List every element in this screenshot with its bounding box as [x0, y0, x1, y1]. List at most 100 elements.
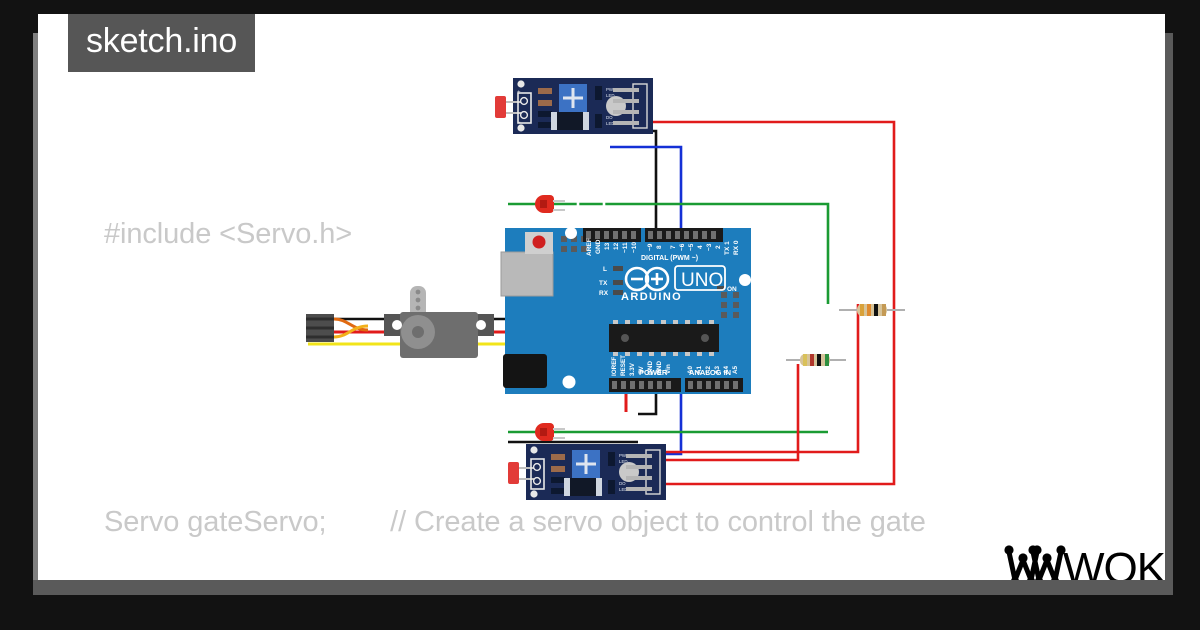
uno-power-analog-holes — [612, 381, 738, 389]
ldr-top-header — [632, 83, 648, 129]
ldr-sensor-module-bottom[interactable]: PWR LED DO LED VCC GND DO AO — [508, 444, 666, 500]
uno-label-uno: UNO — [681, 270, 723, 291]
ldr-top-screw-b — [519, 110, 529, 120]
uno-led-rx — [613, 290, 623, 295]
ldr-bottom-text-pwr2: LED — [619, 459, 628, 464]
ldr-top-photoresistor — [495, 96, 506, 118]
ldr-bottom-ic-pins-l — [564, 478, 570, 496]
servo-lead-orange — [333, 317, 369, 332]
uno-label-analog: ANALOG IN — [689, 368, 731, 377]
ldr-top-pad-minus — [517, 124, 525, 132]
ldr-bottom-photoresistor — [508, 462, 519, 484]
svg-text:A2: A2 — [705, 365, 712, 374]
ldr-bottom-led-do — [608, 480, 615, 494]
uno-led-l — [613, 266, 623, 271]
uno-reset-button[interactable] — [532, 235, 546, 249]
svg-text:GND: GND — [647, 361, 654, 375]
ldr-bottom-led-pwr — [608, 452, 615, 466]
svg-text:GND: GND — [656, 361, 663, 375]
wire-red-lower-2[interactable] — [634, 364, 800, 462]
led-red-upper[interactable] — [535, 195, 565, 213]
ldr-top-smd-2 — [538, 100, 552, 106]
uno-mcu-pins — [613, 320, 714, 356]
ldr-sensor-module-top[interactable]: + − PWR LED DO LED VCC — [495, 78, 653, 134]
svg-text:~9: ~9 — [647, 243, 654, 251]
ldr-bottom-text-do2: LED — [619, 487, 628, 492]
svg-text:8: 8 — [656, 245, 663, 249]
svg-text:A4: A4 — [723, 365, 730, 374]
wokwi-logo-mark — [1006, 549, 1064, 580]
resistor-lower-band-3 — [817, 354, 821, 366]
svg-text:~6: ~6 — [679, 243, 686, 251]
svg-text:RESET: RESET — [620, 355, 627, 376]
ldr-top-led-do — [595, 114, 602, 128]
wire-red-lower-1[interactable] — [638, 304, 860, 454]
horizontal-scrollbar[interactable] — [48, 580, 1173, 595]
ldr-bottom-text-do: DO — [619, 481, 626, 486]
ldr-bottom-pad-minus — [530, 490, 538, 498]
uno-led-on — [717, 286, 724, 291]
ldr-bottom-smd-4 — [551, 488, 565, 494]
ldr-bottom-terminal-block — [530, 458, 545, 490]
svg-text:~5: ~5 — [688, 243, 695, 251]
uno-label-l: L — [603, 266, 607, 273]
svg-text:3.3V: 3.3V — [629, 362, 636, 376]
uno-led-tx — [613, 280, 623, 285]
code-line: #include <Servo.h> — [104, 218, 353, 250]
ldr-top-pins — [613, 88, 639, 125]
uno-mount-hole-2 — [562, 375, 576, 389]
svg-text:7: 7 — [670, 245, 677, 249]
ldr-top-terminal-block — [517, 92, 532, 124]
ldr-top-label-plus: + — [517, 90, 521, 96]
svg-text:5V: 5V — [638, 365, 645, 374]
uno-digital-pin-labels: AREF GND 13 12 ~11 ~10 ~9 8 7 ~6 ~5 4 ~3… — [586, 238, 722, 256]
ldr-top-trimpot-cross — [563, 88, 583, 108]
ldr-bottom-smd-3 — [551, 477, 565, 483]
ldr-top-screw-a — [519, 96, 529, 106]
uno-icsp-header-2 — [721, 292, 739, 318]
arduino-uno-board[interactable]: AREF GND 13 12 ~11 ~10 ~9 8 7 ~6 ~5 4 ~3… — [500, 227, 751, 394]
uno-mcu-notch — [621, 334, 629, 342]
uno-mcu-dot — [701, 334, 709, 342]
uno-label-power: POWER — [639, 368, 668, 377]
uno-label-tx: TX — [599, 280, 608, 287]
wokwi-logo-text: WOKWI — [1063, 544, 1165, 580]
circuit-diagram[interactable]: + − PWR LED DO LED VCC — [38, 14, 1165, 580]
resistor-lower-band-2 — [810, 354, 814, 366]
uno-uno-badge — [674, 265, 726, 291]
resistor-upper[interactable] — [839, 304, 905, 316]
resistor-lower-band-4 — [825, 354, 829, 366]
svg-text:4: 4 — [697, 245, 704, 249]
led-red-lower[interactable] — [535, 423, 565, 441]
uno-mount-hole-3 — [739, 274, 751, 286]
uno-label-brand: ARDUINO — [621, 291, 682, 303]
servo-lead-yellow — [333, 324, 369, 339]
ldr-top-smd-1 — [538, 88, 552, 94]
ldr-top-smd-3 — [538, 111, 552, 117]
uno-power-header[interactable] — [609, 378, 681, 392]
svg-text:A1: A1 — [696, 365, 703, 374]
uno-analog-pin-labels: A0 A1 A2 A3 A4 A5 — [687, 365, 739, 374]
servo-motor[interactable] — [306, 286, 494, 358]
ldr-top-smd-4 — [538, 122, 552, 128]
uno-power-pin-labels: IOREF RESET 3.3V 5V GND GND Vin — [611, 355, 672, 376]
wokwi-logo-nodes — [1004, 545, 1066, 580]
svg-text:GND: GND — [595, 239, 602, 254]
servo-horn-hole-2 — [415, 297, 421, 303]
resistor-upper-band-3 — [874, 304, 878, 316]
wire-d13-led[interactable] — [508, 202, 830, 304]
ldr-bottom-header — [645, 449, 661, 495]
resistor-lower[interactable] — [786, 354, 846, 366]
led-lower-die — [540, 428, 547, 436]
editor-canvas[interactable]: #include <Servo.h> Servo gateServo; // C… — [38, 14, 1165, 580]
svg-text:RX 0: RX 0 — [733, 240, 740, 255]
servo-connector-pins — [306, 317, 334, 339]
ldr-top-ic-pins-r — [583, 112, 589, 130]
resistor-upper-band-2 — [867, 304, 871, 316]
svg-text:13: 13 — [604, 242, 611, 250]
file-tab-sketch-ino[interactable]: sketch.ino — [68, 14, 256, 72]
wokwi-logo: WOKWI — [1004, 544, 1165, 580]
wire-vcc-top[interactable] — [610, 120, 896, 486]
uno-label-digital: DIGITAL (PWM ~) — [641, 255, 698, 262]
